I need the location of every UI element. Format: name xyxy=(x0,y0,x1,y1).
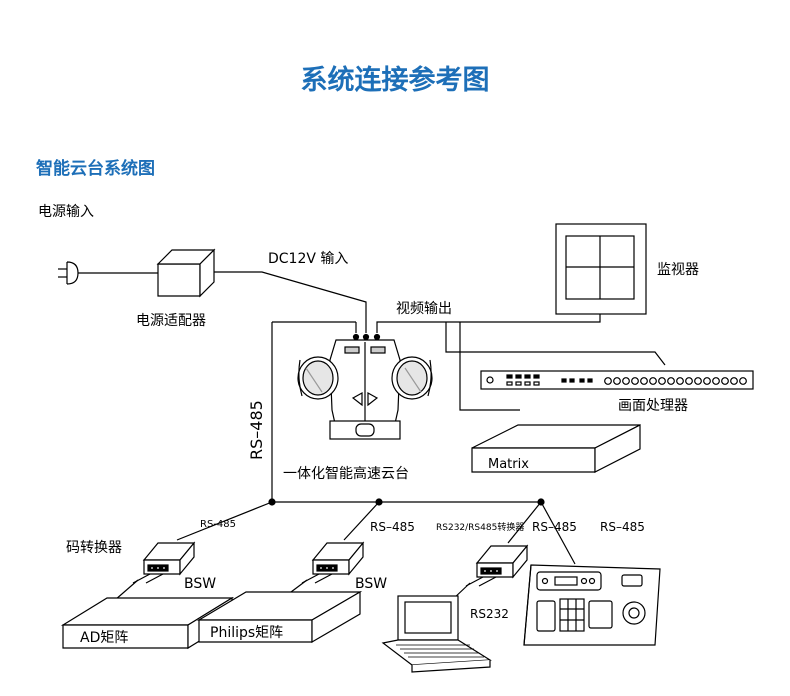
code-converter-1-icon xyxy=(132,541,196,584)
ptz-label: 一体化智能高速云台 xyxy=(283,465,409,482)
converter-label: RS232/RS485转换器 xyxy=(436,521,524,533)
dc12v-cable xyxy=(214,271,367,333)
power-adapter-icon xyxy=(156,248,216,298)
matrix-line xyxy=(459,322,520,411)
ptz-camera-icon xyxy=(297,339,433,440)
rs485-label-2: RS–485 xyxy=(370,520,415,534)
bsw-label-1: BSW xyxy=(184,576,216,592)
code-converter-2-icon xyxy=(301,541,365,584)
monitor-label: 监视器 xyxy=(657,262,699,278)
rs485-label-3: RS–485 xyxy=(532,520,577,534)
power-input-label: 电源输入 xyxy=(38,204,94,220)
bsw-label-2: BSW xyxy=(355,576,387,592)
matrix-label: Matrix xyxy=(488,457,529,472)
rs232-label: RS232 xyxy=(470,607,509,621)
monitor-icon xyxy=(555,223,647,315)
rs485-label-4: RS–485 xyxy=(600,520,645,534)
rs485-label-1: RS-485 xyxy=(200,519,236,530)
code-converter-label: 码转换器 xyxy=(66,539,122,556)
processor-line xyxy=(445,322,666,366)
keyboard-controller-icon xyxy=(523,564,661,646)
dc12v-label: DC12V 输入 xyxy=(268,251,348,267)
image-processor-icon xyxy=(480,370,754,390)
philips-matrix-icon xyxy=(196,590,363,644)
matrix-icon xyxy=(471,424,641,473)
rs232-rs485-converter-icon xyxy=(465,544,529,587)
processor-label: 画面处理器 xyxy=(618,398,688,414)
section-title: 智能云台系统图 xyxy=(36,159,155,179)
power-plug-icon xyxy=(58,261,79,285)
ad-matrix-label: AD矩阵 xyxy=(80,630,128,646)
philips-matrix-label: Philips矩阵 xyxy=(210,625,283,641)
rs485-vertical-label: RS–485 xyxy=(247,400,266,460)
laptop-icon xyxy=(381,595,492,673)
page-title: 系统连接参考图 xyxy=(300,65,490,96)
adapter-label: 电源适配器 xyxy=(136,313,206,329)
video-output-label: 视频输出 xyxy=(396,301,452,317)
video-output-line xyxy=(376,310,601,333)
